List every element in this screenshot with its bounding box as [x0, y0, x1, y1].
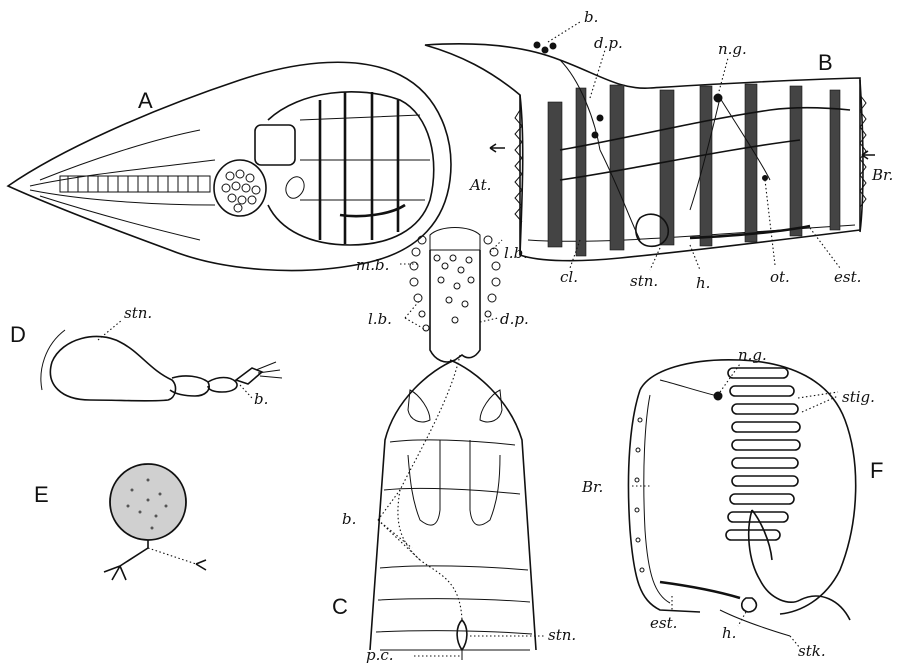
- label-c-lb-left: l.b.: [368, 310, 392, 328]
- label-f-stig: stig.: [842, 388, 875, 406]
- label-c-mb: m.b.: [356, 256, 389, 274]
- label-f-ng: n.g.: [738, 346, 767, 364]
- panel-d-statocyst-organ: [41, 320, 282, 401]
- panel-b-adult-body: [425, 42, 875, 261]
- label-b-at: At.: [468, 176, 491, 194]
- label-c: C: [332, 594, 348, 619]
- muscle-bands: [548, 84, 840, 256]
- label-f-h: h.: [722, 624, 736, 642]
- label-b-dp: d.p.: [594, 34, 623, 52]
- panel-e-vesicle: [104, 464, 206, 580]
- label-b-br: Br.: [871, 166, 893, 184]
- label-f: F: [870, 458, 883, 483]
- panel-a-tadpole-larva: [8, 62, 451, 270]
- label-d: D: [10, 322, 26, 347]
- label-c-lb-top: l.b.: [504, 244, 528, 262]
- label-f-br: Br.: [581, 478, 603, 496]
- label-d-b: b.: [254, 390, 268, 408]
- label-c-pc: p.c.: [366, 646, 394, 663]
- label-c-stn: stn.: [548, 626, 576, 644]
- label-c-b: b.: [342, 510, 356, 528]
- label-b-b: b.: [584, 8, 598, 26]
- label-e: E: [34, 482, 49, 507]
- label-c-dp: d.p.: [500, 310, 529, 328]
- label-b-est: est.: [834, 268, 861, 286]
- label-b-ng: n.g.: [718, 40, 747, 58]
- label-b-cl: cl.: [560, 268, 578, 286]
- panel-c-section: [370, 228, 536, 661]
- label-f-stk: stk.: [798, 642, 826, 660]
- label-b-h: h.: [696, 274, 710, 292]
- label-b-stn: stn.: [630, 272, 658, 290]
- label-b: B: [818, 50, 833, 75]
- label-f-est: est.: [650, 614, 677, 632]
- panel-f-body: [628, 360, 855, 636]
- label-b-ot: ot.: [770, 268, 790, 286]
- label-a: A: [138, 88, 153, 113]
- label-d-stn: stn.: [124, 304, 152, 322]
